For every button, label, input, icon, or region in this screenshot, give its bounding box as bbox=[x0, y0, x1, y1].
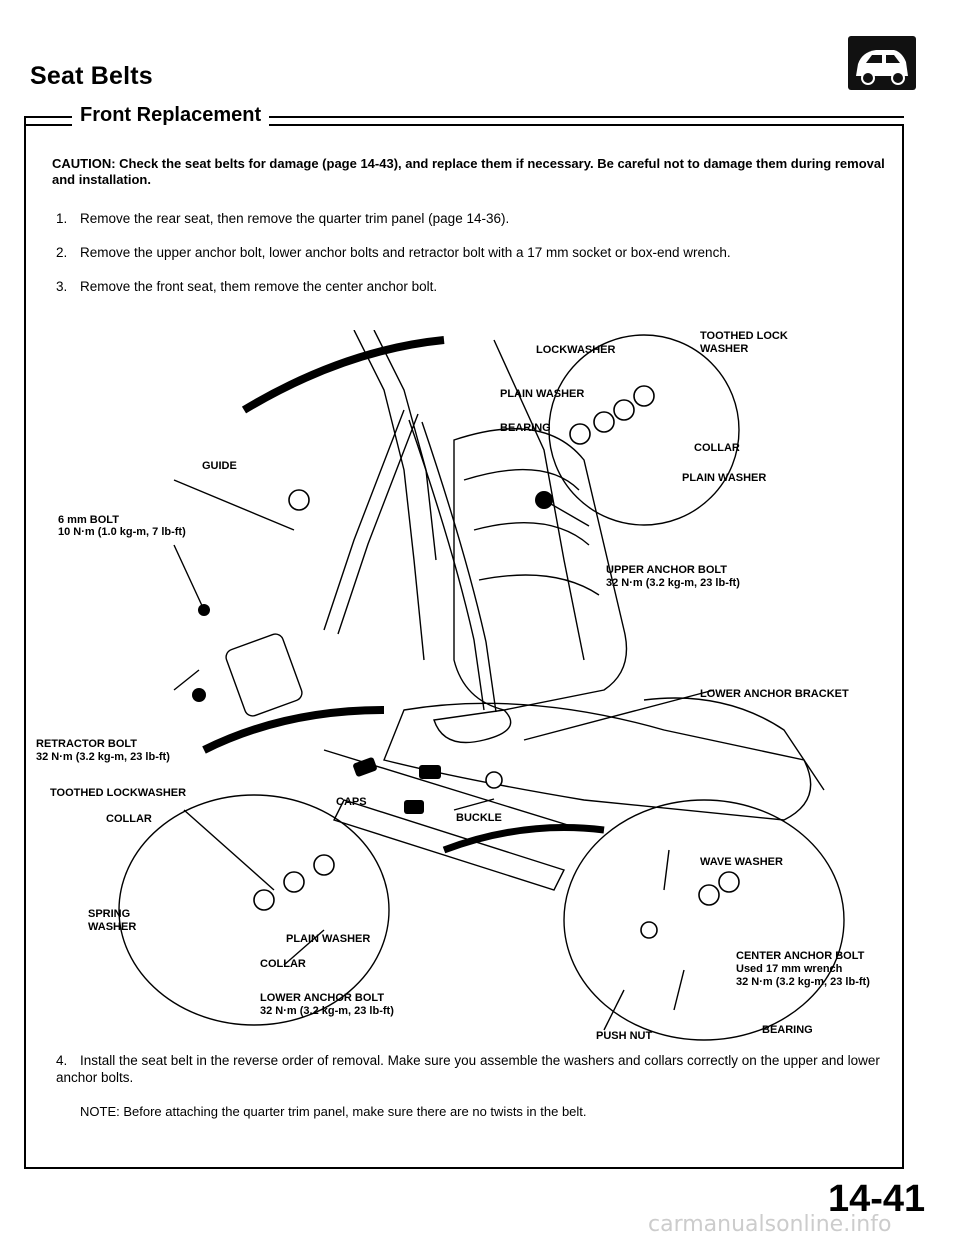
label-spring-washer: SPRING bbox=[88, 908, 131, 920]
step-text: Remove the upper anchor bolt, lower anch… bbox=[80, 245, 731, 260]
step-4: 4.Install the seat belt in the reverse o… bbox=[56, 1052, 896, 1086]
content-frame bbox=[24, 124, 904, 1169]
label-center-used: Used 17 mm wrench bbox=[736, 963, 843, 975]
label-plain-washer-right: PLAIN WASHER bbox=[682, 472, 767, 484]
car-silhouette-icon bbox=[856, 50, 908, 85]
seat-belt-diagram: TOOTHED LOCK WASHER LOCKWASHER PLAIN WAS… bbox=[24, 329, 900, 1050]
label-bearing-bottom: BEARING bbox=[762, 1024, 813, 1036]
label-center-anchor-bolt: CENTER ANCHOR BOLT bbox=[736, 950, 865, 962]
label-buckle: BUCKLE bbox=[456, 812, 502, 824]
label-retractor-bolt: RETRACTOR BOLT bbox=[36, 738, 138, 750]
label-6mm-bolt: 6 mm BOLT bbox=[58, 514, 119, 526]
car-icon bbox=[848, 36, 916, 90]
label-toothed-lockwasher: TOOTHED LOCKWASHER bbox=[50, 787, 187, 799]
label-spring-washer-2: WASHER bbox=[88, 921, 137, 933]
label-retractor-torque: 32 N·m (3.2 kg-m, 23 lb-ft) bbox=[36, 751, 170, 763]
step-text: Remove the rear seat, then remove the qu… bbox=[80, 211, 510, 226]
step-number: 1. bbox=[56, 211, 68, 226]
step-number: 2. bbox=[56, 245, 68, 260]
label-caps: CAPS bbox=[336, 796, 367, 808]
label-collar-top: COLLAR bbox=[694, 442, 740, 454]
note-text: NOTE: Before attaching the quarter trim … bbox=[80, 1104, 587, 1119]
page-title: Seat Belts bbox=[30, 62, 153, 90]
step-text: Remove the front seat, them remove the c… bbox=[80, 279, 438, 294]
step-text: Install the seat belt in the reverse ord… bbox=[56, 1053, 880, 1085]
label-collar-bottom: COLLAR bbox=[260, 958, 306, 970]
label-toothed-lock-washer: TOOTHED LOCK bbox=[700, 330, 788, 342]
label-guide: GUIDE bbox=[202, 460, 237, 472]
step-3: 3. Remove the front seat, them remove the… bbox=[56, 278, 437, 295]
label-lower-anchor-torque: 32 N·m (3.2 kg-m, 23 lb-ft) bbox=[260, 1005, 394, 1017]
section-title: Front Replacement bbox=[72, 104, 270, 127]
label-upper-anchor-bolt: UPPER ANCHOR BOLT bbox=[606, 564, 727, 576]
label-wave-washer: WAVE WASHER bbox=[700, 856, 783, 868]
step-number: 4. bbox=[56, 1053, 68, 1068]
label-collar-left: COLLAR bbox=[106, 813, 152, 825]
label-toothed-lock-washer-2: WASHER bbox=[700, 343, 749, 355]
label-plain-washer-top: PLAIN WASHER bbox=[500, 388, 585, 400]
label-bearing-top: BEARING bbox=[500, 422, 551, 434]
label-push-nut: PUSH NUT bbox=[596, 1030, 653, 1042]
label-upper-anchor-torque: 32 N·m (3.2 kg-m, 23 lb-ft) bbox=[606, 577, 740, 589]
step-2: 2. Remove the upper anchor bolt, lower an… bbox=[56, 244, 731, 261]
section-divider bbox=[24, 116, 904, 118]
label-center-torque: 32 N·m (3.2 kg-m, 23 lb-ft) bbox=[736, 976, 870, 988]
step-1: 1. Remove the rear seat, then remove the … bbox=[56, 210, 509, 227]
step-number: 3. bbox=[56, 279, 68, 294]
label-plain-washer-bottom: PLAIN WASHER bbox=[286, 933, 371, 945]
label-lower-anchor-bracket: LOWER ANCHOR BRACKET bbox=[700, 688, 849, 700]
caution-text: CAUTION: Check the seat belts for damage… bbox=[52, 156, 885, 187]
page-number: 14-41 bbox=[828, 1178, 926, 1220]
label-lower-anchor-bolt: LOWER ANCHOR BOLT bbox=[260, 992, 385, 1004]
watermark: carmanualsonline.info bbox=[648, 1212, 892, 1237]
seat-belt-illustration bbox=[118, 329, 845, 1041]
label-lockwasher: LOCKWASHER bbox=[536, 344, 616, 356]
label-6mm-bolt-torque: 10 N·m (1.0 kg-m, 7 lb-ft) bbox=[58, 526, 186, 538]
